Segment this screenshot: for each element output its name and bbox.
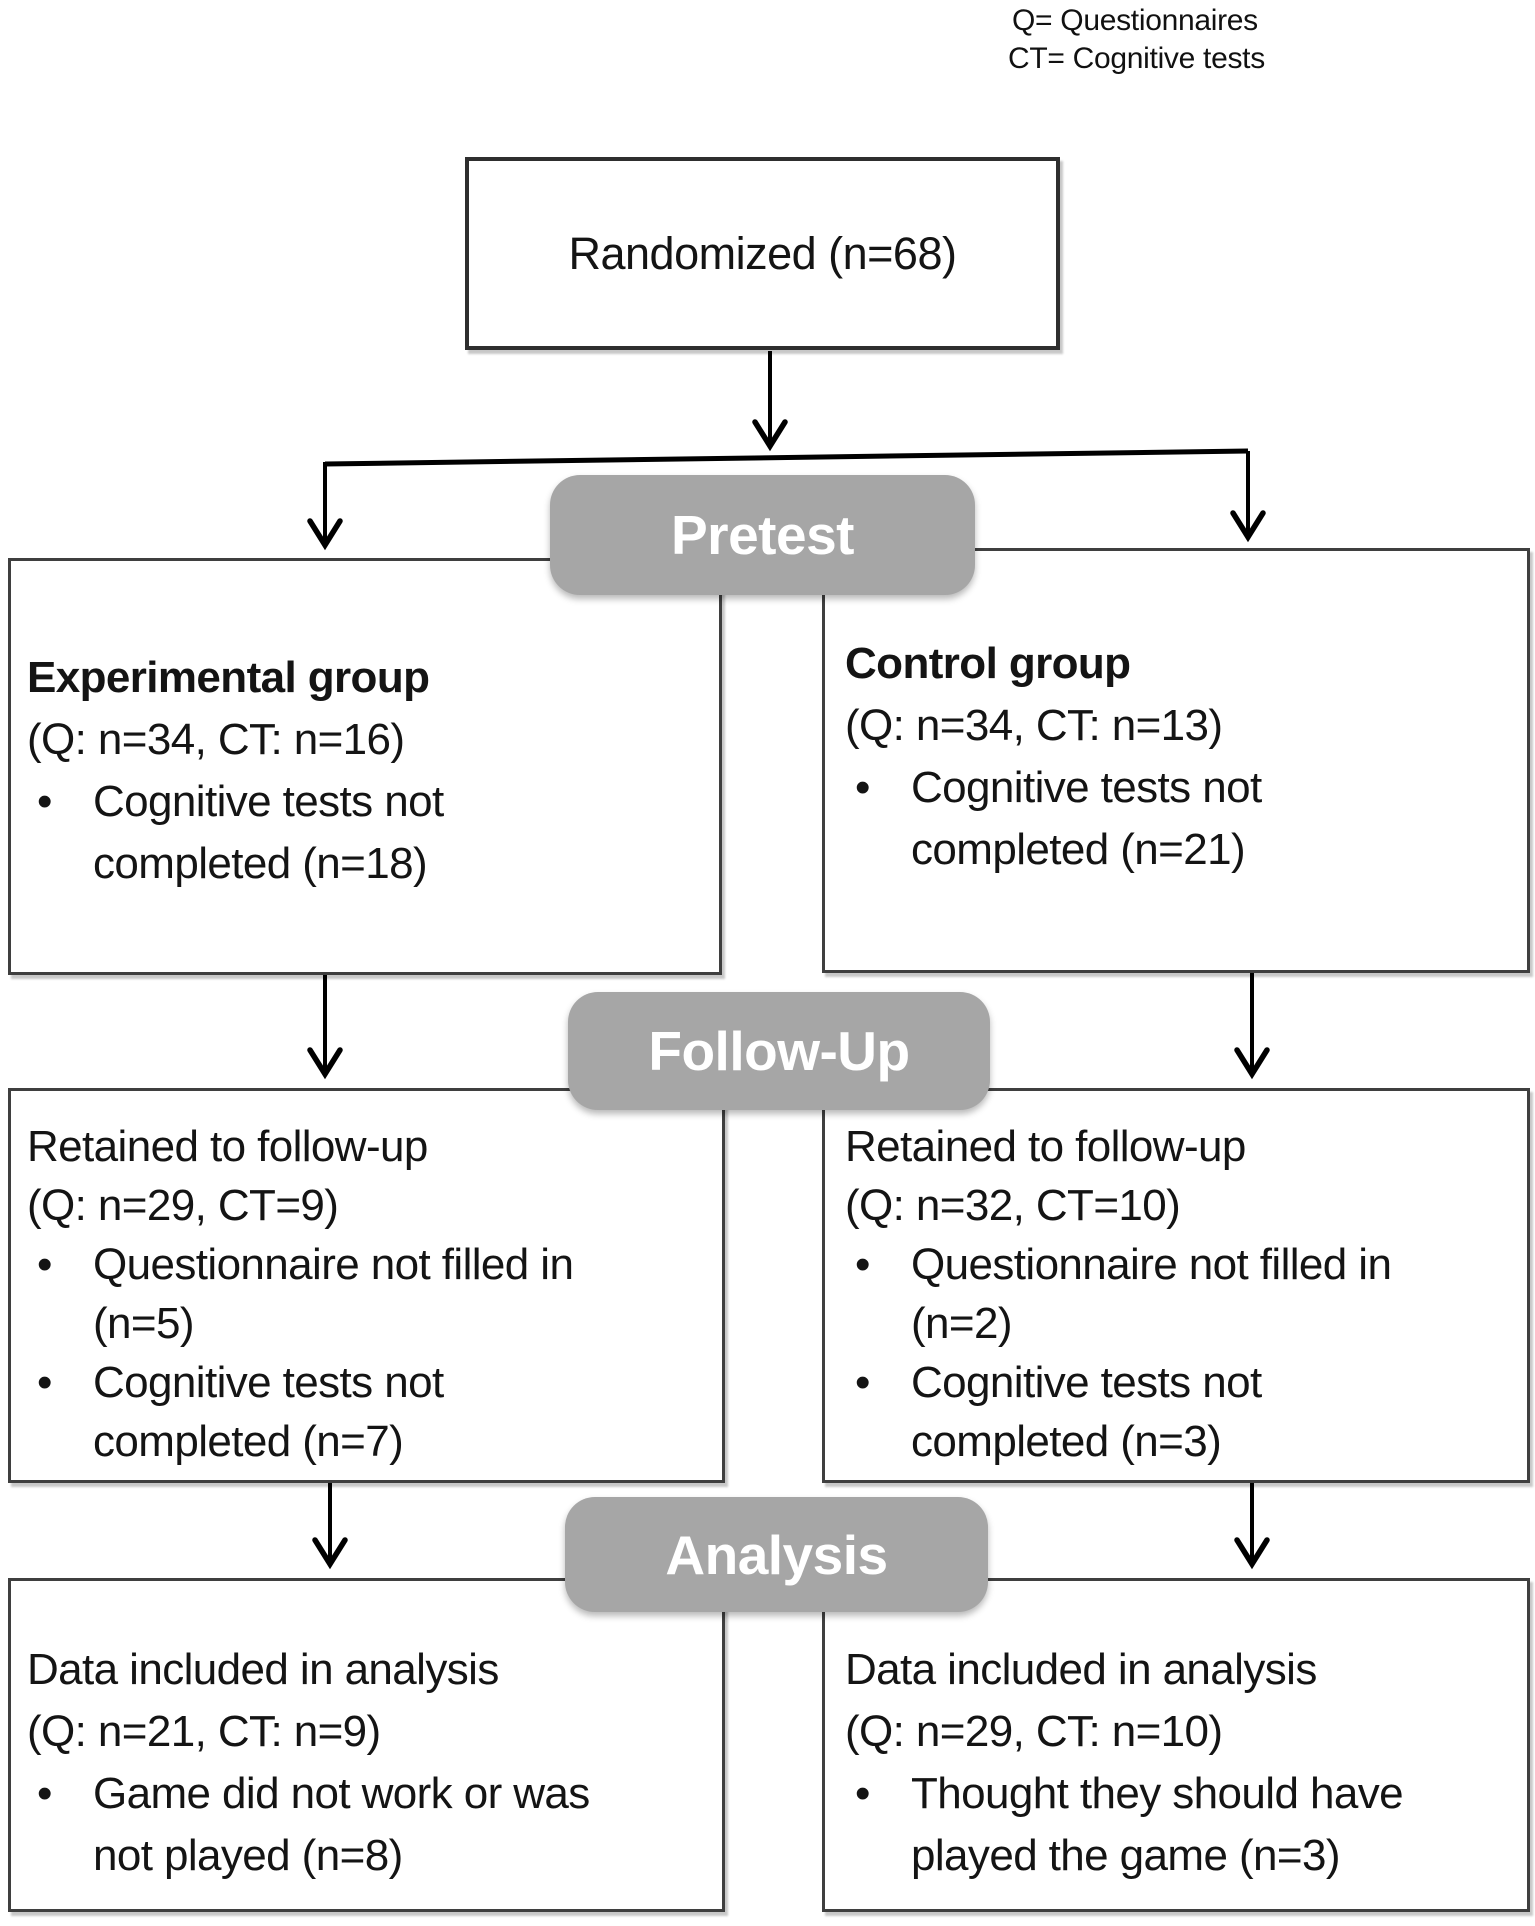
followup-right-counts: (Q: n=32, CT=10) [845, 1181, 1181, 1230]
randomized-label: Randomized (n=68) [568, 227, 957, 279]
bullet-text: Questionnaire not filled in (n=2) [911, 1240, 1392, 1348]
followup-right-box: Retained to follow-up (Q: n=32, CT=10) •… [822, 1088, 1530, 1483]
followup-left-title: Retained to follow-up [27, 1122, 428, 1171]
bullet-text: Cognitive tests not completed (n=18) [93, 777, 444, 888]
stage-analysis-label: Analysis [665, 1523, 888, 1586]
analysis-left-counts: (Q: n=21, CT: n=9) [27, 1707, 381, 1756]
analysis-right-title: Data included in analysis [845, 1645, 1317, 1694]
bullet-text: Questionnaire not filled in (n=5) [93, 1240, 574, 1348]
bullet-item: • Cognitive tests not completed (n=21) [845, 757, 1507, 881]
control-group-box: Control group (Q: n=34, CT: n=13) • Cogn… [822, 548, 1530, 973]
experimental-group-counts: (Q: n=34, CT: n=16) [27, 715, 405, 764]
bullet-dot: • [37, 1769, 52, 1818]
analysis-left-title: Data included in analysis [27, 1645, 499, 1694]
branch-line [324, 448, 1249, 467]
bullet-item: • Cognitive tests not completed (n=18) [27, 771, 699, 895]
stage-pill-followup: Follow-Up [568, 992, 990, 1110]
control-group-title: Control group [845, 639, 1131, 688]
bullet-text: Game did not work or was not played (n=8… [93, 1769, 590, 1880]
legend: Q= Questionnaires CT= Cognitive tests [1008, 2, 1265, 78]
bullet-item: • Cognitive tests not completed (n=3) [845, 1353, 1507, 1471]
stage-pill-pretest: Pretest [550, 475, 975, 595]
stage-pretest-label: Pretest [671, 504, 854, 566]
followup-right-title: Retained to follow-up [845, 1122, 1246, 1171]
analysis-right-box: Data included in analysis (Q: n=29, CT: … [822, 1578, 1530, 1912]
experimental-group-title: Experimental group [27, 653, 430, 702]
bullet-item: • Thought they should have played the ga… [845, 1763, 1507, 1887]
bullet-dot: • [37, 1240, 52, 1289]
bullet-text: Cognitive tests not completed (n=3) [911, 1358, 1262, 1466]
analysis-right-counts: (Q: n=29, CT: n=10) [845, 1707, 1223, 1756]
bullet-dot: • [855, 1240, 870, 1289]
bullet-dot: • [37, 777, 52, 826]
bullet-dot: • [855, 763, 870, 812]
bullet-item: • Questionnaire not filled in (n=2) [845, 1235, 1507, 1353]
bullet-dot: • [37, 1358, 52, 1407]
bullet-text: Cognitive tests not completed (n=21) [911, 763, 1262, 874]
experimental-group-box: Experimental group (Q: n=34, CT: n=16) •… [8, 558, 722, 975]
bullet-item: • Questionnaire not filled in (n=5) [27, 1235, 702, 1353]
legend-line-ct: CT= Cognitive tests [1008, 42, 1265, 75]
control-group-counts: (Q: n=34, CT: n=13) [845, 701, 1223, 750]
analysis-left-box: Data included in analysis (Q: n=21, CT: … [8, 1578, 725, 1912]
followup-left-box: Retained to follow-up (Q: n=29, CT=9) • … [8, 1088, 725, 1483]
bullet-item: • Game did not work or was not played (n… [27, 1763, 702, 1887]
bullet-dot: • [855, 1358, 870, 1407]
bullet-dot: • [855, 1769, 870, 1818]
randomized-box: Randomized (n=68) [465, 157, 1060, 350]
legend-line-q: Q= Questionnaires [1012, 4, 1258, 37]
stage-pill-analysis: Analysis [565, 1497, 988, 1612]
bullet-text: Cognitive tests not completed (n=7) [93, 1358, 444, 1466]
stage-followup-label: Follow-Up [648, 1020, 910, 1082]
bullet-item: • Cognitive tests not completed (n=7) [27, 1353, 702, 1471]
followup-left-counts: (Q: n=29, CT=9) [27, 1181, 339, 1230]
bullet-text: Thought they should have played the game… [911, 1769, 1404, 1880]
